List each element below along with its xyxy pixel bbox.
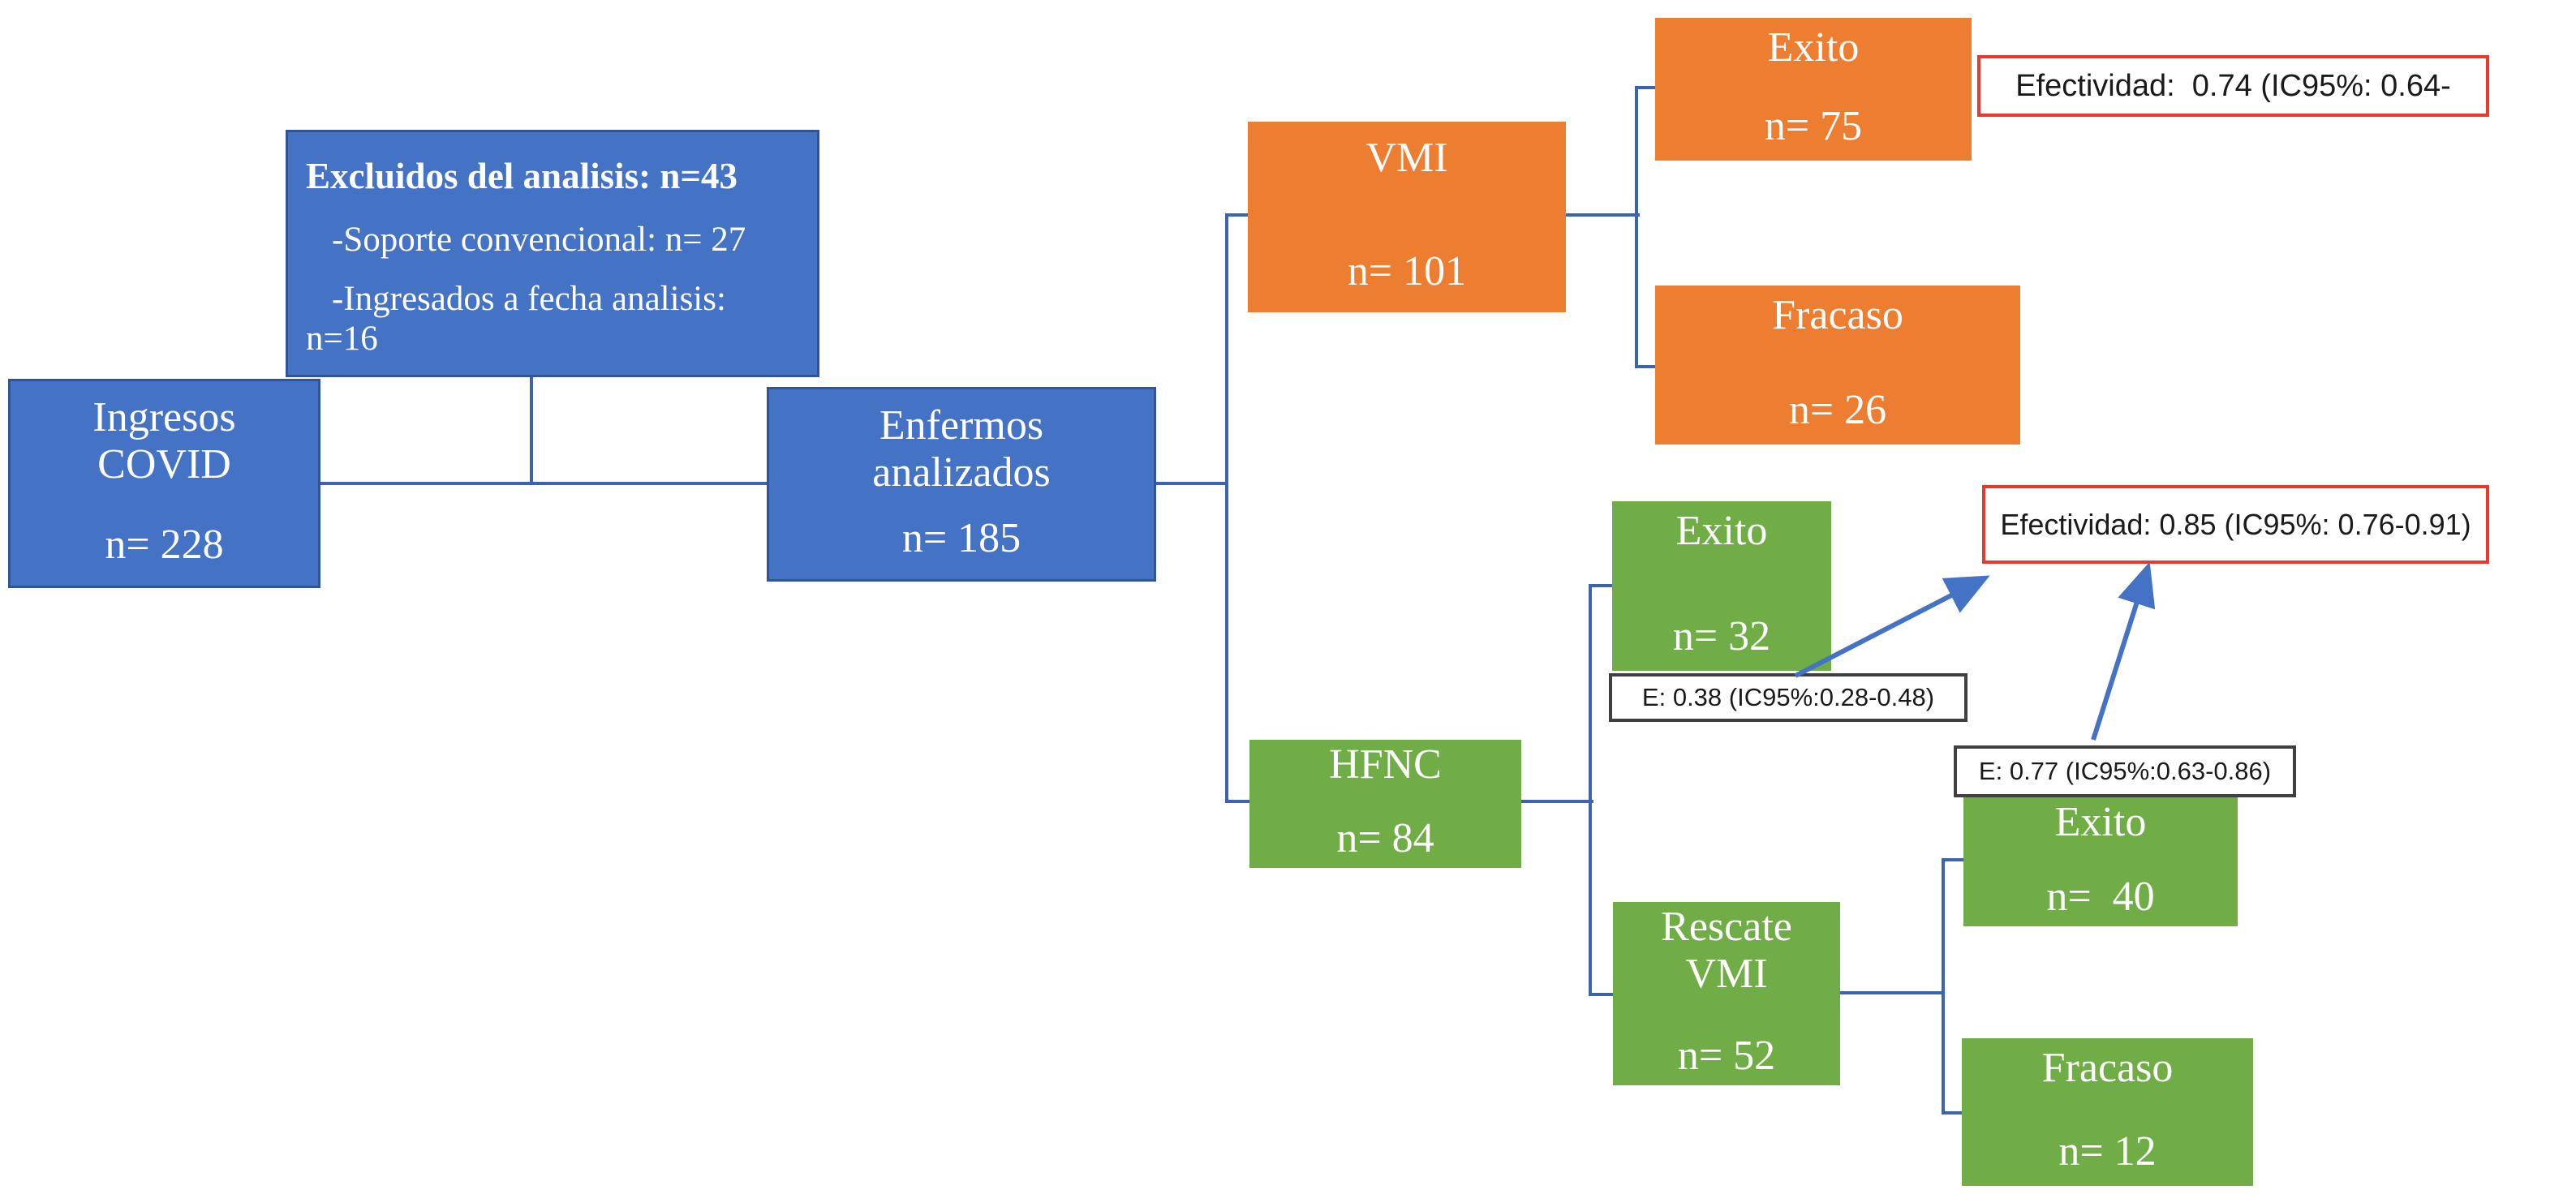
excluidos-item: n=16 bbox=[306, 320, 378, 358]
excluidos-heading: Excluidos del analisis: n=43 bbox=[306, 156, 738, 196]
excluidos-item: -Ingresados a fecha analisis: bbox=[332, 280, 726, 318]
node-title-line: Exito bbox=[1767, 24, 1860, 71]
node-title-line: Enfermos bbox=[879, 402, 1044, 449]
node-title: HFNC bbox=[1329, 741, 1442, 788]
node-exito-hfnc: Exito n= 32 bbox=[1612, 501, 1831, 671]
annotation-e-rescate: E: 0.77 (IC95%:0.63-0.86) bbox=[1954, 745, 2296, 797]
node-fracaso-vmi: Fracaso n= 26 bbox=[1655, 286, 2020, 445]
connector-excluidos-drop bbox=[530, 376, 533, 483]
node-title: VMI bbox=[1365, 135, 1447, 182]
node-count: n= 26 bbox=[1788, 386, 1887, 433]
node-title: Exito bbox=[1676, 508, 1768, 555]
node-title-line: COVID bbox=[97, 441, 231, 488]
node-title: Exito bbox=[1768, 24, 1860, 71]
bracket-hfnc-children bbox=[1589, 584, 1592, 996]
bracket-vmi-children bbox=[1635, 86, 1638, 368]
connector-enfermos-feed bbox=[1156, 482, 1228, 485]
node-vmi: VMI n= 101 bbox=[1248, 122, 1566, 312]
node-count: n= 12 bbox=[2058, 1127, 2157, 1175]
annotation-text: E: 0.77 (IC95%:0.63-0.86) bbox=[1978, 757, 2272, 785]
connector-ingresos-to-enfermos bbox=[320, 482, 768, 485]
stub-to-vmi bbox=[1225, 213, 1251, 217]
bracket-enfermos-children bbox=[1225, 213, 1228, 803]
connector-rescate-feed bbox=[1840, 991, 1945, 994]
node-count: n= 228 bbox=[105, 521, 224, 568]
node-title-line: Ingresos bbox=[92, 394, 236, 440]
node-excluidos: Excluidos del analisis: n=43 -Soporte co… bbox=[286, 130, 819, 377]
node-count: n= 52 bbox=[1677, 1032, 1776, 1079]
node-title: Enfermos analizados bbox=[872, 402, 1050, 496]
node-title-line: Exito bbox=[2054, 799, 2147, 845]
node-count: n= 32 bbox=[1672, 612, 1771, 659]
stub-to-fracaso-vmi bbox=[1635, 365, 1658, 368]
annotation-e-exito-hfnc: E: 0.38 (IC95%:0.28-0.48) bbox=[1609, 673, 1967, 722]
annotation-efectividad-vmi: Efectividad: 0.74 (IC95%: 0.64- bbox=[1977, 55, 2489, 117]
stub-to-exito-rescate bbox=[1942, 858, 1967, 861]
excluidos-item: -Soporte convencional: n= 27 bbox=[332, 221, 746, 259]
node-title: Fracaso bbox=[1772, 292, 1903, 339]
stub-to-fracaso-rescate bbox=[1942, 1111, 1965, 1115]
connector-hfnc-feed bbox=[1521, 800, 1593, 803]
node-title-line: Fracaso bbox=[1772, 292, 1903, 338]
node-count: n= 75 bbox=[1764, 102, 1863, 149]
node-fracaso-rescate: Fracaso n= 12 bbox=[1962, 1038, 2253, 1186]
stub-to-rescate-vmi bbox=[1589, 993, 1616, 996]
node-hfnc: HFNC n= 84 bbox=[1249, 740, 1521, 868]
node-title-line: Rescate bbox=[1661, 904, 1792, 950]
node-title-line: VMI bbox=[1365, 135, 1448, 181]
stub-to-exito-vmi bbox=[1635, 86, 1658, 89]
node-title-line: Exito bbox=[1675, 508, 1768, 554]
stub-to-hfnc bbox=[1225, 800, 1253, 803]
node-title: Ingresos COVID bbox=[92, 394, 235, 488]
node-count: n= 101 bbox=[1347, 247, 1467, 294]
node-enfermos-analizados: Enfermos analizados n= 185 bbox=[767, 387, 1156, 582]
node-exito-rescate: Exito n= 40 bbox=[1963, 797, 2238, 926]
annotation-text: Efectividad: 0.74 (IC95%: 0.64- bbox=[2015, 68, 2451, 103]
node-title-line: analizados bbox=[872, 449, 1051, 496]
connector-vmi-feed bbox=[1566, 213, 1640, 217]
annotation-efectividad-hfnc: Efectividad: 0.85 (IC95%: 0.76-0.91) bbox=[1982, 485, 2489, 564]
node-rescate-vmi: Rescate VMI n= 52 bbox=[1613, 902, 1840, 1085]
bracket-rescate-children bbox=[1942, 858, 1945, 1115]
node-title-line: HFNC bbox=[1329, 741, 1442, 788]
node-count: n= 84 bbox=[1336, 814, 1434, 861]
stub-to-exito-hfnc bbox=[1589, 584, 1615, 587]
node-title: Exito bbox=[2055, 799, 2147, 846]
node-title: Rescate VMI bbox=[1661, 904, 1792, 998]
node-title-line: VMI bbox=[1685, 951, 1768, 998]
annotation-text: Efectividad: 0.85 (IC95%: 0.76-0.91) bbox=[2000, 507, 2471, 541]
node-count: n= 185 bbox=[901, 514, 1021, 561]
node-title: Fracaso bbox=[2042, 1045, 2174, 1092]
arrow-e077-to-efectividad-hfnc bbox=[2091, 561, 2156, 741]
annotation-text: E: 0.38 (IC95%:0.28-0.48) bbox=[1641, 683, 1935, 711]
node-title-line: Fracaso bbox=[2041, 1045, 2174, 1091]
node-count: n= 40 bbox=[2046, 873, 2155, 920]
node-ingresos-covid: Ingresos COVID n= 228 bbox=[8, 379, 320, 588]
node-exito-vmi: Exito n= 75 bbox=[1655, 18, 1972, 161]
